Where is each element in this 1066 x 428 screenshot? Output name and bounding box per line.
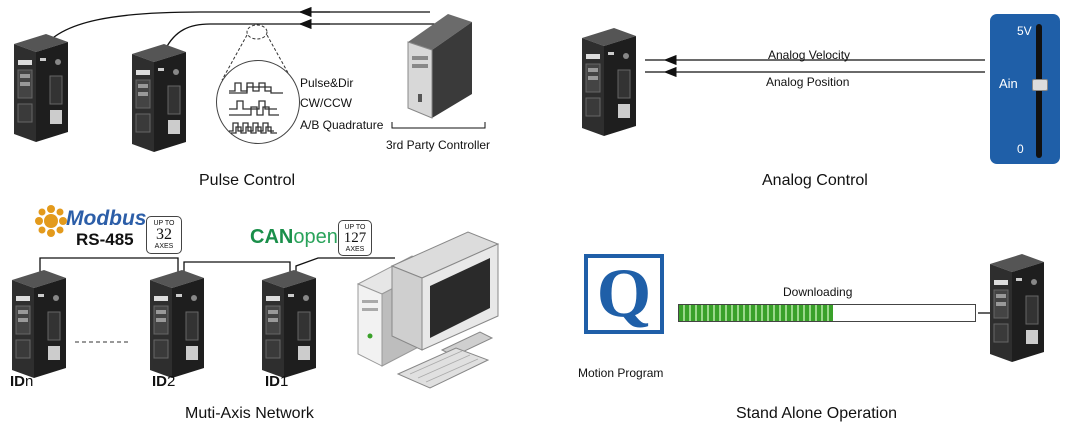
desktop-computer-icon <box>356 231 500 389</box>
controller-label: 3rd Party Controller <box>386 138 491 152</box>
canopen-badge-bottom: AXES <box>345 246 365 253</box>
node-id-n: IDn <box>10 373 33 390</box>
node-id-n-prefix: ID <box>10 373 25 390</box>
node-id-2: ID2 <box>152 373 175 390</box>
drive-unit-id2 <box>146 268 208 385</box>
standalone-caption: Stand Alone Operation <box>736 405 898 422</box>
canopen-logo-bold: CAN <box>250 226 294 248</box>
pulse-control-caption: Pulse Control <box>199 172 296 189</box>
pulse-mode-cw-ccw: CW/CCW <box>300 96 352 110</box>
canopen-badge-top: UP TO <box>344 224 366 231</box>
modbus-badge-bottom: AXES <box>154 243 174 250</box>
modbus-logo-text: Modbus <box>66 207 147 230</box>
motion-program-label: Motion Program <box>578 366 664 380</box>
drive-unit-idn <box>8 268 70 385</box>
analog-velocity-label: Analog Velocity <box>768 48 851 62</box>
drive-unit-2 <box>128 42 190 159</box>
canopen-axes-badge: UP TO 127 AXES <box>338 220 372 256</box>
analog-control-caption: Analog Control <box>762 172 868 189</box>
analog-position-label: Analog Position <box>766 75 850 89</box>
node-id-1-prefix: ID <box>265 373 280 390</box>
node-id-1-suffix: 1 <box>280 373 289 390</box>
pulse-mode-pulse-dir: Pulse&Dir <box>300 76 354 90</box>
modbus-axes-badge: UP TO 32 AXES <box>146 216 182 254</box>
controller-tower-icon <box>407 14 472 119</box>
pulse-zoom-circle <box>216 60 300 144</box>
q-logo-letter: Q <box>588 258 660 330</box>
drive-unit-id1 <box>258 268 320 385</box>
download-progress-bar <box>678 304 976 322</box>
network-caption: Muti-Axis Network <box>185 405 314 422</box>
node-id-2-prefix: ID <box>152 373 167 390</box>
modbus-logo-icon <box>35 205 67 237</box>
node-id-1: ID1 <box>265 373 288 390</box>
pulse-mode-ab-quadrature: A/B Quadrature <box>300 118 384 132</box>
modbus-badge-number: 32 <box>156 226 172 243</box>
node-id-n-suffix: n <box>25 373 34 390</box>
drive-unit-standalone <box>986 252 1048 369</box>
slider-thumb[interactable] <box>1032 79 1048 92</box>
node-id-2-suffix: 2 <box>167 373 176 390</box>
slider-min-label: 0 <box>1017 142 1024 156</box>
waveform-icon <box>229 82 283 134</box>
canopen-logo: CANopen <box>250 226 338 249</box>
slider-ain-label: Ain <box>999 76 1018 91</box>
analog-input-panel: 5V Ain 0 <box>990 14 1060 164</box>
slider-max-label: 5V <box>1017 24 1032 38</box>
downloading-label: Downloading <box>783 285 853 299</box>
canopen-logo-light: open <box>293 226 338 248</box>
canopen-badge-number: 127 <box>343 230 367 246</box>
download-progress-fill <box>679 305 833 321</box>
drive-unit-1 <box>10 32 72 149</box>
modbus-subtitle: RS-485 <box>76 230 134 249</box>
motion-program-logo: Q <box>584 254 664 334</box>
modbus-badge-top: UP TO <box>153 220 175 227</box>
drive-unit-analog <box>578 26 640 143</box>
